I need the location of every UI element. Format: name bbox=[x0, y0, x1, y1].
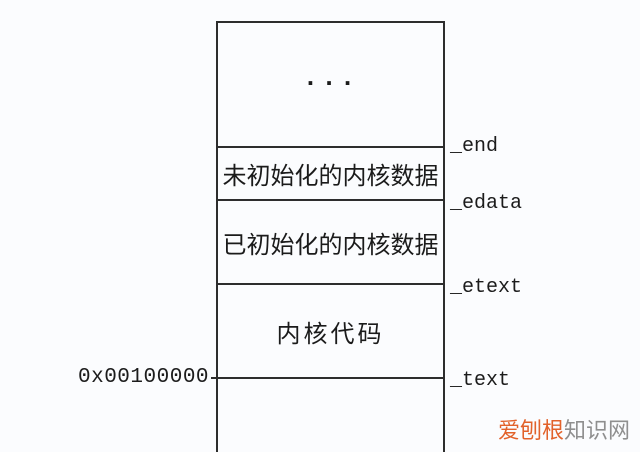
segment-uninitialized-kernel-data: 未初始化的内核数据 bbox=[218, 148, 443, 199]
segment-ellipsis: ... bbox=[218, 22, 443, 146]
segment-below-text bbox=[218, 379, 443, 452]
divider-text bbox=[211, 377, 445, 379]
marker-end-label: _end bbox=[450, 135, 499, 158]
divider-etext bbox=[216, 283, 445, 285]
watermark: 爱刨根知识网 bbox=[498, 413, 630, 445]
segment-initialized-kernel-data: 已初始化的内核数据 bbox=[218, 201, 443, 283]
box-left-edge bbox=[216, 21, 218, 452]
segment-code-label: 内核代码 bbox=[276, 319, 385, 348]
segment-bss-label: 未初始化的内核数据 bbox=[222, 162, 439, 190]
marker-text-label: _text bbox=[450, 369, 511, 392]
divider-end bbox=[216, 146, 445, 148]
watermark-rest: 知识网 bbox=[563, 419, 630, 444]
segment-data-label: 已初始化的内核数据 bbox=[222, 230, 439, 259]
watermark-highlight: 爱刨根 bbox=[497, 419, 564, 444]
segment-ellipsis-label: ... bbox=[302, 63, 359, 93]
base-address-label: 0x00100000 bbox=[78, 366, 210, 389]
segment-kernel-code: 内核代码 bbox=[218, 285, 443, 377]
box-right-edge bbox=[443, 21, 445, 452]
marker-edata-label: _edata bbox=[450, 192, 523, 215]
marker-etext-label: _etext bbox=[450, 276, 523, 299]
divider-edata bbox=[216, 199, 445, 201]
box-top-edge bbox=[216, 21, 445, 23]
